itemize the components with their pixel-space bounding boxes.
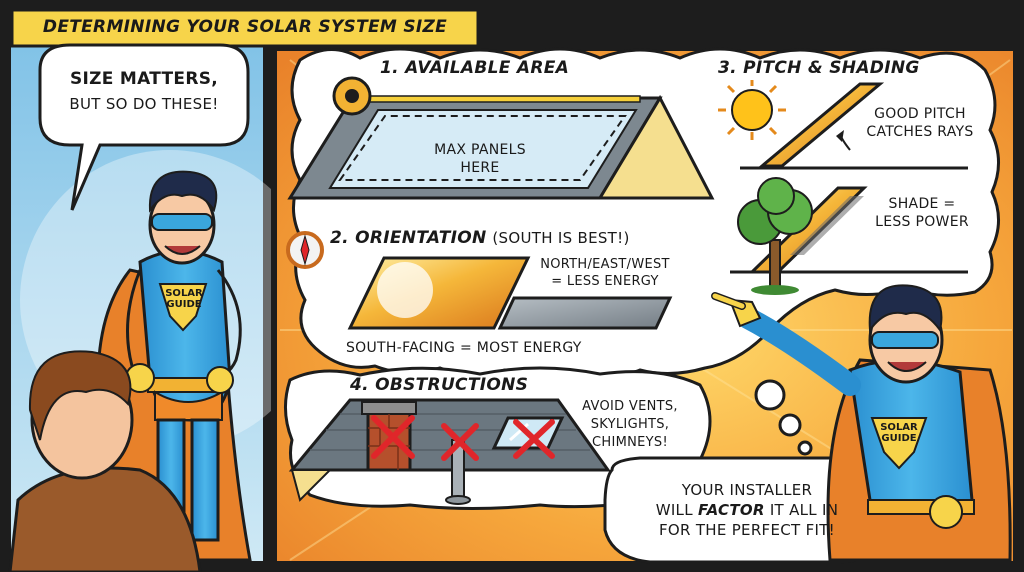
hero-badge-right-line-2: GUIDE (881, 432, 917, 444)
speech-line-2: BUT SO DO THESE! (69, 95, 219, 113)
pitch-label-line-2: CATCHES RAYS (866, 124, 974, 140)
other-direction-line-1: NORTH/EAST/WEST (540, 257, 670, 272)
orientation-heading-main: 2. ORIENTATION (330, 228, 487, 248)
closing-line-3: FOR THE PERFECT FIT! (659, 521, 835, 539)
obstructions-note-line-1: AVOID VENTS, (582, 399, 678, 414)
tree-icon (737, 177, 813, 295)
closing-line-2-emphasis: FACTOR (697, 501, 765, 519)
obstructions-note-line-2: SKYLIGHTS, (590, 417, 670, 432)
other-direction-panel-illustration (497, 296, 673, 330)
page-title: DETERMINING YOUR SOLAR SYSTEM SIZE (42, 17, 448, 38)
tape-measure-icon (332, 76, 372, 116)
closing-line-1: YOUR INSTALLER (681, 481, 813, 499)
shade-label-line-2: LESS POWER (875, 214, 969, 230)
compass-icon (286, 231, 324, 269)
south-facing-label: SOUTH-FACING = MOST ENERGY (346, 340, 582, 356)
area-label-line-1: MAX PANELS (434, 142, 526, 158)
pitch-panel-illustration (740, 82, 968, 170)
guy-character (8, 350, 202, 572)
pitch-heading: 3. PITCH & SHADING (718, 58, 920, 78)
other-direction-line-2: = LESS ENERGY (551, 274, 659, 289)
orientation-heading-note: (SOUTH IS BEST!) (492, 229, 630, 247)
vent-pipe-icon (445, 439, 471, 505)
orientation-heading: 2. ORIENTATION (SOUTH IS BEST!) (330, 228, 690, 249)
hero-badge-right-line-1: SOLAR (880, 422, 918, 433)
closing-line-2-post: IT ALL IN (764, 501, 839, 519)
title-banner-shape (10, 8, 480, 48)
obstructions-note-line-3: CHIMNEYS! (592, 435, 668, 450)
obstructions-heading: 4. OBSTRUCTIONS (350, 375, 529, 395)
area-heading: 1. AVAILABLE AREA (380, 58, 570, 78)
hero-badge-left-line-1: SOLAR (165, 288, 203, 299)
area-roof-illustration (287, 94, 715, 200)
closing-line-2: WILL FACTOR IT ALL IN (612, 501, 882, 519)
hero-badge-right: SOLAR GUIDE (879, 422, 919, 444)
hero-badge-left: SOLAR GUIDE (164, 288, 204, 310)
closing-line-2-pre: WILL (655, 501, 698, 519)
hero-character-right (711, 284, 1012, 562)
left-speech-bubble (38, 43, 250, 211)
south-panel-illustration (347, 256, 531, 330)
hero-badge-left-line-2: GUIDE (166, 298, 202, 310)
red-x-marks (371, 415, 555, 461)
pitch-label-line-1: GOOD PITCH (874, 106, 966, 122)
sun-icon (718, 80, 786, 140)
area-label-line-2: HERE (460, 160, 500, 176)
shade-label-line-1: SHADE = (888, 196, 956, 212)
speech-line-1: SIZE MATTERS, (69, 69, 219, 89)
